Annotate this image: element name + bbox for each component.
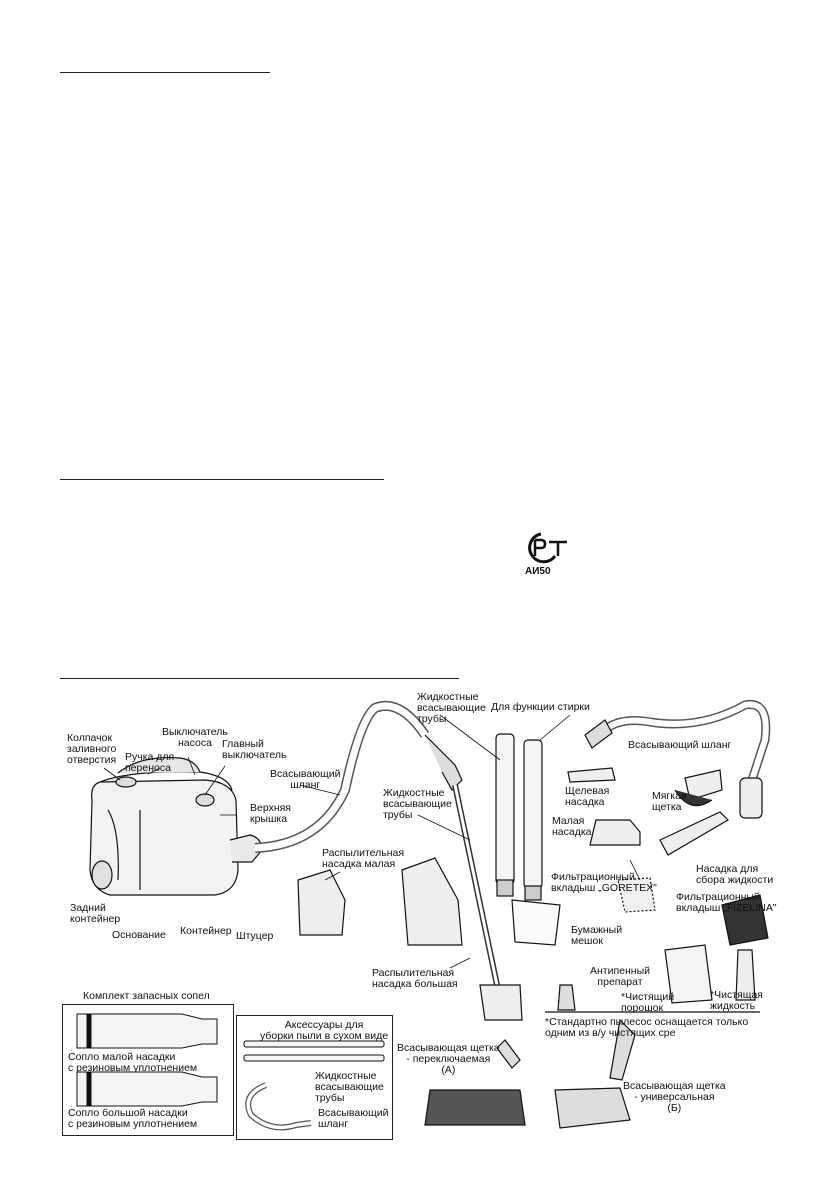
label-container: Контейнер (180, 925, 232, 937)
certification-mark: АИ50 (521, 530, 573, 578)
label-carry-handle: Ручка для переноса (125, 751, 175, 774)
dry-accessories-box (236, 1015, 393, 1140)
rst-certification-icon (528, 532, 567, 564)
section-rule-2 (60, 479, 384, 480)
label-dry-liquid-tubes: Жидкостные всасывающие трубы (315, 1070, 384, 1104)
right-suction-hose (584, 699, 771, 819)
fizelina-insert-icon (721, 894, 769, 946)
label-goretex-insert: Фильтрационный вкладыш „GORETEX" (551, 871, 657, 894)
paper-bag-icon (511, 899, 561, 946)
certification-code: АИ50 (525, 566, 551, 577)
label-base: Основание (112, 929, 166, 941)
label-nipple: Штуцер (236, 930, 274, 942)
label-crevice-nozzle: Щелевая насадка (565, 785, 610, 808)
brush-switchable-icon (424, 1039, 526, 1126)
dry-tube-1-icon (243, 1040, 385, 1048)
label-paper-bag: Бумажный мешок (571, 924, 623, 947)
label-dry-suction-hose: Всасывающий шланг (318, 1107, 389, 1130)
spray-nozzle-large-icon (401, 857, 463, 946)
label-fizelina-insert: Фильтрационный вкладыш „FIZELINA" (676, 891, 777, 914)
label-liquid-tubes-mid: Жидкостные всасывающие трубы (383, 787, 452, 821)
section-rule-1 (60, 72, 270, 73)
label-liquid-nozzle: Насадка для сбора жидкости (696, 863, 774, 886)
label-main-switch: Главный выключатель (222, 738, 287, 761)
main-suction-hose (254, 700, 463, 853)
liquid-nozzle-icon (659, 811, 729, 856)
cleaning-powder-icon (664, 944, 713, 1004)
label-cleaning-liquid: *Чистящая жидкость (710, 989, 763, 1012)
label-large-nozzle-seal: Сопло большой насадки с резиновым уплотн… (68, 1107, 198, 1130)
label-brush-universal: Всасывающая щетка - универсальная (Б) (623, 1080, 726, 1114)
label-filler-cap: Колпачок заливного отверстия (67, 732, 117, 766)
label-suction-hose-main: Всасывающий шланг (270, 768, 341, 791)
label-suction-hose-right: Всасывающий шланг (628, 739, 732, 751)
label-spare-nozzle-set: Комплект запасных сопел (83, 990, 210, 1002)
label-spray-small: Распылительная насадка малая (322, 847, 405, 870)
label-spray-large: Распылительная насадка большая (372, 967, 458, 990)
label-dry-accessories: Аксессуары для уборки пыли в сухом виде (260, 1019, 389, 1042)
crevice-nozzle-icon (567, 767, 616, 783)
small-nozzle-icon (589, 819, 641, 846)
small-nozzle-seal-icon (76, 1013, 218, 1049)
cleaning-liquid-icon (735, 949, 756, 1001)
soft-brush-icon (674, 769, 723, 807)
spare-nozzle-drawings (76, 1013, 218, 1107)
section-rule-3 (60, 678, 459, 679)
washing-tubes (495, 733, 543, 901)
label-antifoam: Антипенный препарат (590, 965, 651, 988)
dry-accessories-drawings (243, 1040, 385, 1131)
spray-nozzle-small-icon (297, 869, 346, 936)
label-cleaning-powder: *Чистящий порошок (621, 991, 675, 1014)
spare-nozzle-set-box (62, 1004, 234, 1136)
label-small-nozzle: Малая насадка (552, 815, 592, 838)
brush-universal-icon (554, 1018, 636, 1129)
long-liquid-tube (452, 784, 523, 1021)
label-small-nozzle-seal: Сопло малой насадки с резиновым уплотнен… (68, 1051, 198, 1074)
label-brush-switchable: Всасывающая щетка - переключаемая (А) (397, 1042, 500, 1076)
label-top-cover: Верхняя крышка (250, 802, 291, 825)
large-nozzle-seal-icon (76, 1071, 218, 1107)
label-liquid-tubes-top: Жидкостные всасывающие трубы (417, 691, 486, 725)
label-rear-container: Задний контейнер (70, 902, 121, 925)
antifoam-bottle-icon (557, 984, 576, 1011)
label-washing-function: Для функции стирки (491, 701, 590, 713)
dry-tube-2-icon (243, 1054, 385, 1062)
label-pump-switch: Выключатель насоса (162, 726, 228, 749)
label-footnote: *Стандартно пылесос оснащается только од… (545, 1016, 749, 1039)
label-soft-brush: Мягкая щетка (652, 790, 687, 813)
vacuum-cleaner-body (89, 756, 263, 896)
